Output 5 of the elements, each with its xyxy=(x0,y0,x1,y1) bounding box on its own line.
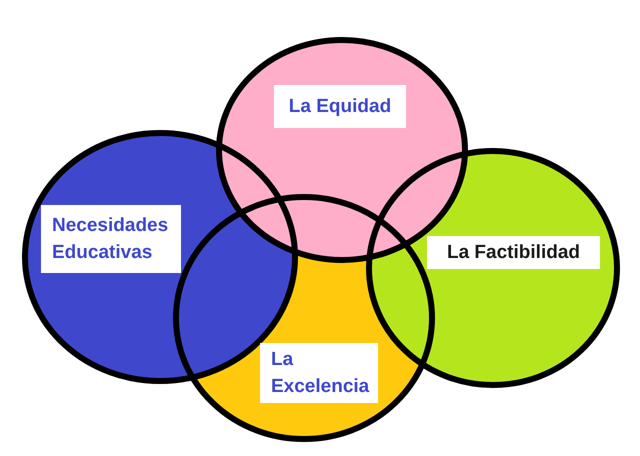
text-label: La Excelencia xyxy=(260,343,378,403)
text-label: Necesidades Educativas xyxy=(41,205,181,273)
text-label: La Equidad xyxy=(274,85,406,128)
venn-circle xyxy=(173,194,435,442)
text-label: La Factibilidad xyxy=(427,236,600,269)
